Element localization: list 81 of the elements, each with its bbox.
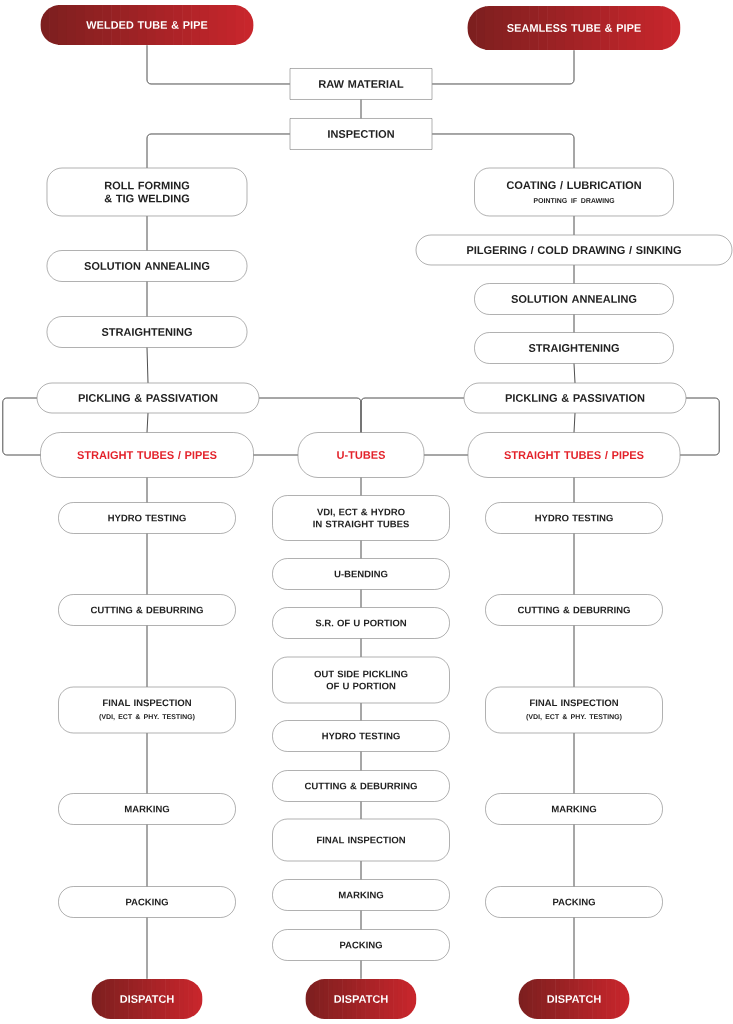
connector-line [146, 732, 148, 794]
process-box: FINAL INSPECTION [272, 818, 450, 862]
process-box: ROLL FORMING & TIG WELDING [46, 167, 248, 217]
connector-line [146, 215, 148, 251]
process-box: STRAIGHT TUBES / PIPES [467, 432, 681, 478]
process-box: PILGERING / COLD DRAWING / SINKING [415, 234, 733, 266]
process-box: CUTTING & DEBURRING [272, 770, 450, 802]
process-box: STRAIGHTENING [46, 316, 248, 348]
connector-line [2, 397, 41, 456]
process-box: PACKING [58, 886, 236, 918]
process-box: CUTTING & DEBURRING [485, 594, 663, 626]
node-label: WELDED TUBE & PIPE [86, 21, 208, 29]
connector-line [360, 751, 362, 771]
connector-line [423, 454, 469, 456]
connector-line [573, 625, 575, 688]
process-box: OUT SIDE PICKLING OF U PORTION [272, 656, 450, 704]
connector-line [146, 412, 149, 433]
process-box: MARKING [485, 793, 663, 825]
connector-line [146, 281, 148, 317]
process-box: PACKING [485, 886, 663, 918]
connector-line [573, 732, 575, 794]
process-box: RAW MATERIAL [289, 68, 433, 100]
connector-line [573, 477, 575, 503]
process-box: U-TUBES [297, 432, 425, 478]
connector-line [360, 397, 465, 433]
process-box: PICKLING & PASSIVATION [463, 382, 687, 414]
connector-line [360, 960, 362, 980]
connector-line [360, 540, 362, 559]
connector-line [360, 589, 362, 608]
connector-line [573, 824, 575, 887]
process-box: SOLUTION ANNEALING [46, 250, 248, 282]
connector-line [146, 477, 148, 503]
connector-line [146, 44, 291, 85]
connector-line [360, 801, 362, 820]
terminal-pill: DISPATCH [518, 979, 630, 1019]
connector-line [360, 910, 362, 930]
connector-line [573, 917, 575, 980]
connector-line [146, 824, 148, 887]
connector-line [360, 99, 362, 119]
process-box: HYDRO TESTING [272, 720, 450, 752]
process-box: SOLUTION ANNEALING [474, 283, 674, 315]
terminal-pill: DISPATCH [91, 979, 203, 1019]
connector-line [573, 314, 575, 333]
connector-line [146, 625, 148, 688]
process-box: CUTTING & DEBURRING [58, 594, 236, 626]
process-box: HYDRO TESTING [485, 502, 663, 534]
node-label: DISPATCH [120, 995, 174, 1003]
connector-line [573, 533, 575, 595]
terminal-pill: DISPATCH [305, 979, 417, 1019]
process-box: STRAIGHT TUBES / PIPES [40, 432, 254, 478]
connector-line [360, 702, 362, 721]
process-box: U-BENDING [272, 558, 450, 590]
connector-line [360, 638, 362, 658]
process-box: STRAIGHTENING [474, 332, 674, 364]
process-box: S.R. OF U PORTION [272, 607, 450, 639]
connector-line [360, 860, 362, 880]
process-box: VDI, ECT & HYDRO IN STRAIGHT TUBES [272, 495, 450, 541]
node-label: SEAMLESS TUBE & PIPE [507, 24, 641, 32]
process-box: MARKING [58, 793, 236, 825]
connector-line [146, 917, 148, 980]
process-box: MARKING [272, 879, 450, 911]
process-box: PICKLING & PASSIVATION [36, 382, 260, 414]
connector-line [146, 533, 148, 595]
terminal-pill: SEAMLESS TUBE & PIPE [467, 6, 681, 50]
connector-line [573, 412, 576, 433]
process-box: PACKING [272, 929, 450, 961]
node-label: DISPATCH [547, 995, 601, 1003]
connector-line [360, 477, 362, 496]
connector-line [573, 264, 575, 284]
connector-line [146, 347, 149, 384]
terminal-pill: WELDED TUBE & PIPE [40, 5, 254, 45]
connector-line [253, 454, 299, 456]
node-label: DISPATCH [334, 995, 388, 1003]
connector-line [573, 215, 575, 236]
process-box: HYDRO TESTING [58, 502, 236, 534]
process-box: INSPECTION [289, 118, 433, 150]
connector-line [431, 133, 575, 169]
connector-line [573, 363, 576, 384]
connector-line [431, 49, 575, 85]
connector-line [679, 397, 720, 456]
connector-line [146, 133, 291, 169]
